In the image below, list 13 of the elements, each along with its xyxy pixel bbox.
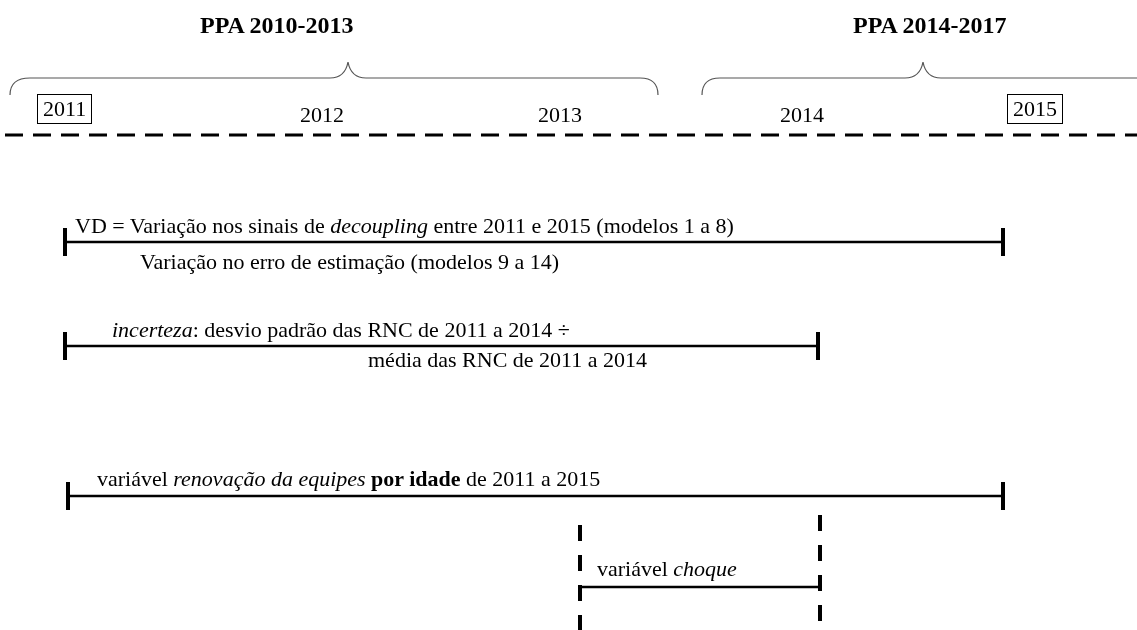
interval-label: Variação no erro de estimação (modelos 9 a 14) <box>140 250 560 275</box>
year-label: 2014 <box>780 103 824 128</box>
interval-label: média das RNC de 2011 a 2014 <box>368 348 648 373</box>
interval-label: variável choque <box>597 557 737 582</box>
year-label: 2013 <box>538 103 582 128</box>
year-box: 2015 <box>1007 94 1063 125</box>
interval-label: incerteza: desvio padrão das RNC de 2011 a 2014 ÷ <box>112 318 570 343</box>
period-heading: PPA 2014-2017 <box>853 12 1007 39</box>
period-heading: PPA 2010-2013 <box>200 12 354 39</box>
interval-label: variável renovação da equipes por idade de 2011 a 2015 <box>97 467 601 492</box>
year-box: 2011 <box>37 94 93 125</box>
year-label: 2012 <box>300 103 344 128</box>
interval-label: VD = Variação nos sinais de decoupling entre 2011 e 2015 (modelos 1 a 8) <box>75 214 734 239</box>
